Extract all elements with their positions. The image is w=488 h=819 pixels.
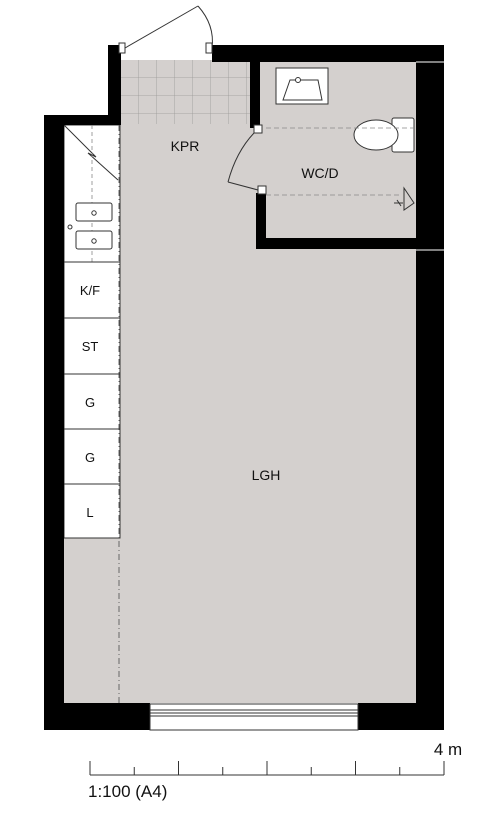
- kitchen-counter: [63, 124, 121, 539]
- cabinet-label-g1: G: [85, 395, 95, 410]
- cabinet-label-l: L: [86, 505, 93, 520]
- cabinet-label-g2: G: [85, 450, 95, 465]
- walls: [44, 45, 444, 730]
- bathroom-door-icon: [227, 124, 267, 195]
- scale-ratio-label: 1:100 (A4): [88, 782, 167, 801]
- cabinet-dividers: [64, 261, 120, 485]
- window-icon: [149, 703, 359, 731]
- room-label-main: LGH: [252, 467, 281, 483]
- cabinet-label-kf: K/F: [80, 283, 100, 298]
- scale-length-label: 4 m: [434, 740, 462, 759]
- floor-drain-icon: [394, 186, 415, 211]
- room-label-hall: KPR: [171, 138, 200, 154]
- entrance-door-icon: [118, 5, 213, 54]
- entrance-tiles: [121, 60, 251, 124]
- room-label-bathroom: WC/D: [301, 165, 338, 181]
- sink-icon: [67, 202, 113, 250]
- washbasin-icon: [275, 67, 329, 105]
- toilet-icon: [353, 117, 415, 153]
- scale-bar: [89, 761, 445, 776]
- cabinet-label-st: ST: [82, 339, 99, 354]
